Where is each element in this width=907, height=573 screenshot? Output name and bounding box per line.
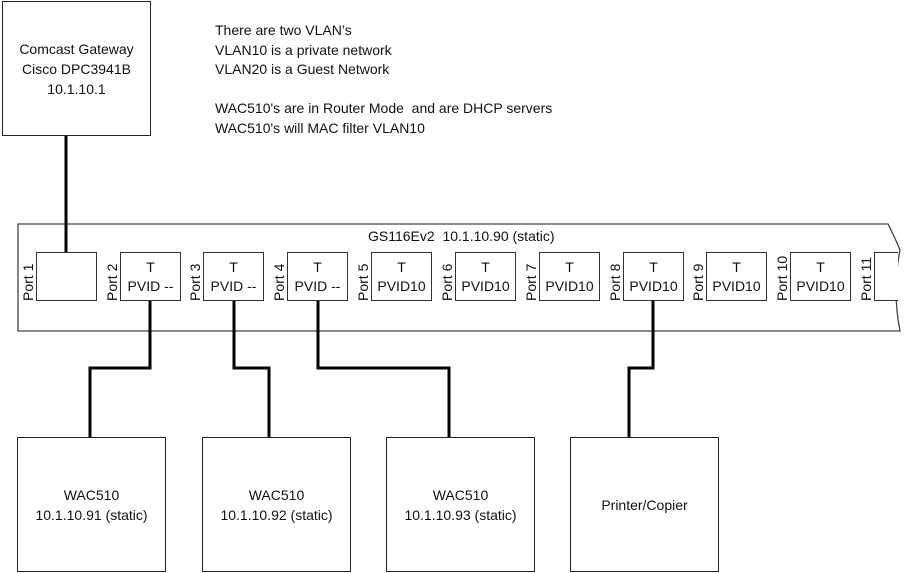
gateway-name: Comcast Gateway	[19, 40, 134, 57]
note-line: VLAN20 is a Guest Network	[215, 61, 390, 77]
port-label: Port 7	[523, 263, 539, 301]
device-ip: 10.1.10.92 (static)	[220, 506, 333, 523]
note-line: VLAN10 is a private network	[215, 41, 392, 58]
port-tag: T	[649, 258, 658, 275]
port-tag: T	[146, 258, 155, 275]
port-label: Port 1	[20, 263, 36, 301]
port-label: Port 10	[774, 255, 790, 301]
port-4: T PVID --	[287, 252, 348, 301]
device-name: WAC510	[248, 486, 305, 503]
port-pvid: PVID --	[210, 277, 257, 294]
port-pvid: PVID10	[712, 277, 761, 294]
port-tag: T	[397, 258, 406, 275]
port-tag: T	[816, 258, 825, 275]
notes: There are two VLAN’s VLAN10 is a private…	[215, 21, 552, 138]
port-label: Port 9	[690, 263, 706, 301]
link-port8-printer	[627, 300, 655, 437]
port-pvid: PVID --	[127, 277, 174, 294]
port-pvid: PVID --	[294, 277, 341, 294]
note-line: WAC510's are in Router Mode and are DHCP…	[215, 100, 553, 116]
port-1	[36, 252, 97, 301]
port-pvid: PVID10	[377, 277, 426, 294]
port-pvid: PVID10	[629, 277, 678, 294]
link-port3-wac510-2	[232, 300, 271, 437]
port-pvid: PVID10	[461, 277, 510, 294]
port-tag: T	[313, 258, 322, 275]
port-6: T PVID10	[455, 252, 516, 301]
port-label: Port 8	[607, 263, 623, 301]
device-ip: 10.1.10.93 (static)	[404, 506, 517, 523]
device-name: Printer/Copier	[601, 496, 688, 513]
note-line: There are two VLAN’s	[215, 22, 352, 38]
device-wac510-2: WAC510 10.1.10.92 (static)	[202, 437, 351, 572]
port-label: Port 6	[439, 263, 455, 301]
link-port4-wac510-3	[316, 300, 451, 437]
switch-title: GS116Ev2 10.1.10.90 (static)	[368, 228, 555, 244]
port-label: Port 4	[271, 263, 287, 301]
port-7: T PVID10	[539, 252, 600, 301]
port-label: Port 5	[355, 263, 371, 301]
port-tag: T	[229, 258, 238, 275]
device-name: WAC510	[63, 486, 120, 503]
port-2: T PVID --	[120, 252, 181, 301]
port-tag: T	[732, 258, 741, 275]
device-wac510-1: WAC510 10.1.10.91 (static)	[17, 437, 166, 572]
device-ip: 10.1.10.91 (static)	[35, 506, 148, 523]
port-pvid: PVID10	[796, 277, 845, 294]
port-9: T PVID10	[706, 252, 767, 301]
port-tag: T	[481, 258, 490, 275]
device-name: WAC510	[432, 486, 489, 503]
port-5: T PVID10	[371, 252, 432, 301]
gateway-box: Comcast Gateway Cisco DPC3941B 10.1.10.1	[2, 1, 151, 136]
device-wac510-3: WAC510 10.1.10.93 (static)	[386, 437, 535, 572]
port-11	[874, 252, 898, 301]
link-port2-wac510-1	[88, 300, 152, 437]
port-10: T PVID10	[790, 252, 851, 301]
note-line: WAC510's will MAC filter VLAN10	[215, 119, 425, 136]
port-label: Port 3	[187, 263, 203, 301]
port-3: T PVID --	[203, 252, 264, 301]
port-pvid: PVID10	[545, 277, 594, 294]
port-tag: T	[565, 258, 574, 275]
device-printer-copier: Printer/Copier	[570, 437, 719, 572]
port-label: Port 2	[104, 263, 120, 301]
port-8: T PVID10	[623, 252, 684, 301]
port-label: Port 11	[858, 256, 874, 301]
note-line	[215, 80, 552, 100]
gateway-ip: 10.1.10.1	[47, 80, 106, 97]
gateway-model: Cisco DPC3941B	[22, 60, 131, 77]
